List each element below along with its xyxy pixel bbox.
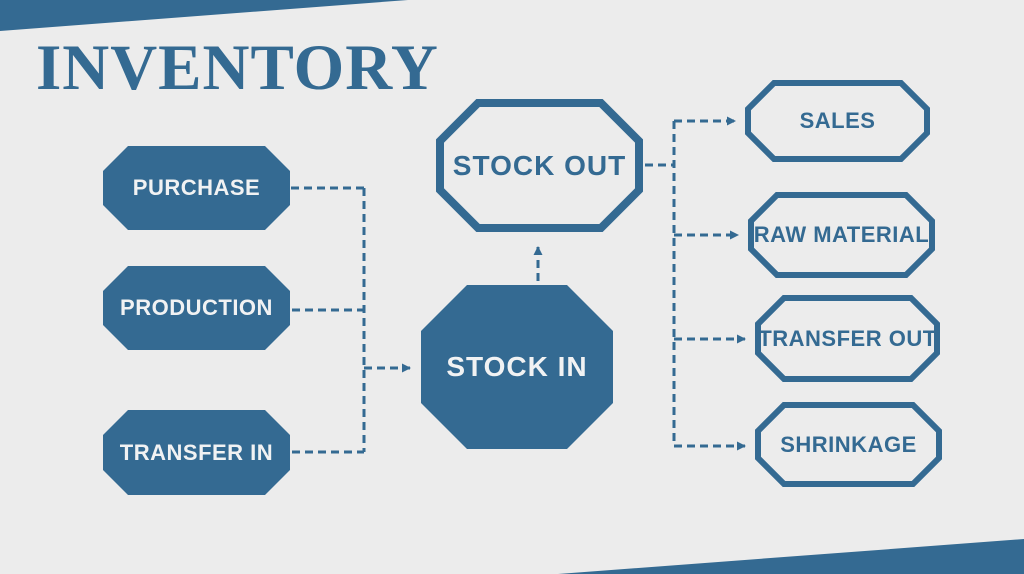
production-node-shape bbox=[103, 266, 290, 350]
transfer-in-node-shape bbox=[103, 410, 290, 495]
stock-out-node-shape bbox=[436, 99, 643, 232]
stock-in-node-shape bbox=[421, 285, 613, 449]
page-title: INVENTORY bbox=[36, 32, 439, 104]
transfer-out-node-shape bbox=[755, 295, 940, 382]
top-left-band bbox=[0, 0, 408, 31]
raw-material-node-shape bbox=[748, 192, 935, 278]
purchase-node-shape bbox=[103, 146, 290, 230]
shrinkage-node-shape bbox=[755, 402, 942, 487]
sales-node-shape bbox=[745, 80, 930, 162]
bottom-right-band bbox=[558, 539, 1024, 574]
